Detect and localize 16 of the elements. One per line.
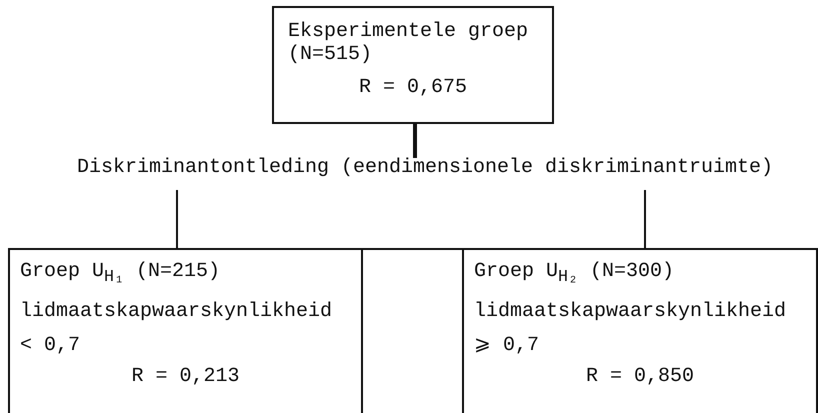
- box-text: lidmaatskapwaarskynlikheid < 0,7: [19, 299, 330, 359]
- connector-line: [176, 190, 178, 248]
- connector-line: [413, 124, 417, 158]
- box-text: lidmaatskapwaarskynlikheid ⩾ 0,7: [473, 299, 784, 359]
- box-text: Groep U$_{H₁}$ (N=215): [19, 259, 222, 289]
- value-text: R = 0,213: [130, 364, 241, 388]
- process-box: [8, 248, 363, 413]
- process-box: [272, 6, 554, 124]
- box-text: Eksperimentele groep (N=515): [287, 19, 530, 66]
- value-text: R = 0,850: [584, 364, 696, 388]
- connector-line: [363, 248, 462, 250]
- connector-line: [644, 190, 646, 248]
- heading-text: Diskriminantontleding (eendimensionele diskriminantruimte): [76, 156, 774, 179]
- process-box: [462, 248, 818, 413]
- box-text: Groep U$_{H₂}$ (N=300): [473, 259, 676, 289]
- value-text: R = 0,675: [358, 75, 468, 99]
